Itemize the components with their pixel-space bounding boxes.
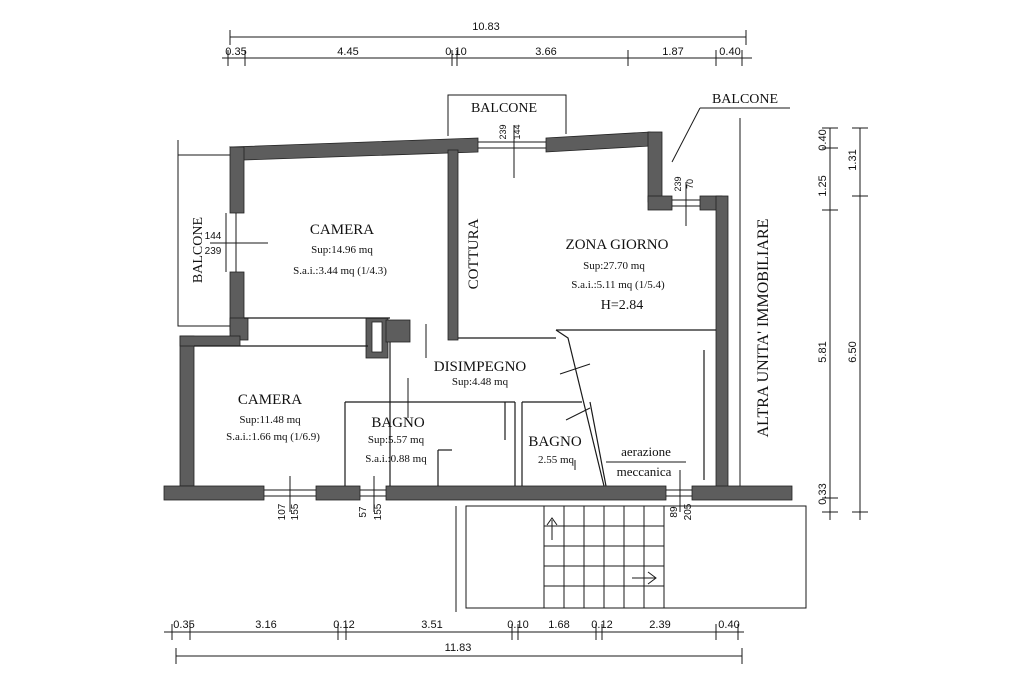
camera-2-name: CAMERA — [238, 392, 302, 408]
top-dim-seg-3: 0.10 — [445, 46, 466, 58]
zona-bottom-open-b: 205 — [683, 503, 694, 520]
top-dim-seg-5: 1.87 — [662, 46, 683, 58]
disimpegno-area: Sup:4.48 mq — [452, 376, 509, 388]
bottom-dim-seg-3: 0.12 — [333, 619, 354, 631]
balcone-top-open-b: 239 — [498, 124, 508, 139]
balcone-right-label: BALCONE — [712, 92, 778, 107]
zona-giorno-height: H=2.84 — [601, 298, 644, 313]
bottom-total-dimension: 11.83 — [445, 642, 472, 654]
bagno-2-name: BAGNO — [528, 434, 582, 450]
balcone-top-label: BALCONE — [471, 101, 537, 116]
balcone-left-open-b: 239 — [205, 246, 222, 257]
top-dim-seg-4: 3.66 — [535, 46, 556, 58]
camera-1-name: CAMERA — [310, 222, 374, 238]
right-dimension-chain — [822, 127, 868, 520]
camera-bottom-open-b: 155 — [290, 503, 301, 520]
right-dim-outer-2: 6.50 — [847, 341, 859, 362]
bottom-dimension-chain — [164, 624, 744, 664]
top-dimension-chain — [222, 30, 752, 66]
balcone-top-open-a: 144 — [512, 124, 522, 139]
bottom-dim-seg-6: 1.68 — [548, 619, 569, 631]
bottom-dim-seg-2: 3.16 — [255, 619, 276, 631]
zona-bottom-open-a: 89 — [669, 506, 680, 518]
right-dim-inner-1: 0.40 — [817, 129, 829, 150]
top-dim-seg-2: 4.45 — [337, 46, 358, 58]
bagno-2-area: 2.55 mq — [538, 454, 575, 466]
bagno-1-sai: S.a.i.:0.88 mq — [365, 453, 427, 465]
bottom-dim-seg-1: 0.35 — [173, 619, 194, 631]
shaft — [371, 321, 383, 353]
bagno-bottom-open-b: 155 — [373, 503, 384, 520]
partitions — [194, 317, 716, 487]
cottura-label: COTTURA — [466, 218, 482, 289]
zona-giorno-name: ZONA GIORNO — [566, 237, 669, 253]
balcone-right-leader-diag — [671, 107, 701, 163]
aerazione-line-2: meccanica — [617, 464, 672, 479]
bottom-dim-seg-4: 3.51 — [421, 619, 442, 631]
right-dim-outer-1: 1.31 — [847, 149, 859, 170]
bottom-dim-seg-9: 0.40 — [718, 619, 739, 631]
window-marks — [210, 125, 700, 512]
camera-1-sai: S.a.i.:3.44 mq (1/4.3) — [293, 265, 387, 277]
camera-1-area: Sup:14.96 mq — [311, 244, 373, 256]
balcone-left-label: BALCONE — [191, 217, 206, 283]
balcone-right-open-a: 70 — [685, 179, 695, 189]
zona-giorno-area: Sup:27.70 mq — [583, 260, 645, 272]
bagno-1-area: Sup:5.57 mq — [368, 434, 425, 446]
top-dim-seg-1: 0.35 — [225, 46, 246, 58]
bagno-1-name: BAGNO — [371, 415, 425, 431]
bottom-dim-seg-5: 0.10 — [507, 619, 528, 631]
zona-giorno-sai: S.a.i.:5.11 mq (1/5.4) — [571, 279, 665, 291]
right-dim-inner-4: 0.33 — [817, 483, 829, 504]
balconies — [177, 94, 741, 490]
camera-2-area: Sup:11.48 mq — [239, 414, 301, 426]
bottom-dim-seg-7: 0.12 — [591, 619, 612, 631]
balcone-left-open-a: 144 — [205, 231, 222, 242]
balcone-right-open-b: 239 — [673, 176, 683, 191]
top-total-dimension: 10.83 — [472, 21, 500, 33]
altra-unita-label: ALTRA UNITA' IMMOBILIARE — [755, 219, 772, 438]
top-dim-seg-6: 0.40 — [719, 46, 740, 58]
aerazione-line-1: aerazione — [621, 444, 671, 459]
camera-2-sai: S.a.i.:1.66 mq (1/6.9) — [226, 431, 320, 443]
walls — [163, 131, 793, 501]
bagno-bottom-open-a: 57 — [358, 506, 369, 518]
camera-bottom-open-a: 107 — [277, 503, 288, 520]
staircase — [455, 505, 807, 612]
right-dim-inner-3: 5.81 — [817, 341, 829, 362]
bottom-dim-seg-8: 2.39 — [649, 619, 670, 631]
disimpegno-name: DISIMPEGNO — [434, 359, 527, 375]
right-dim-inner-2: 1.25 — [817, 175, 829, 196]
